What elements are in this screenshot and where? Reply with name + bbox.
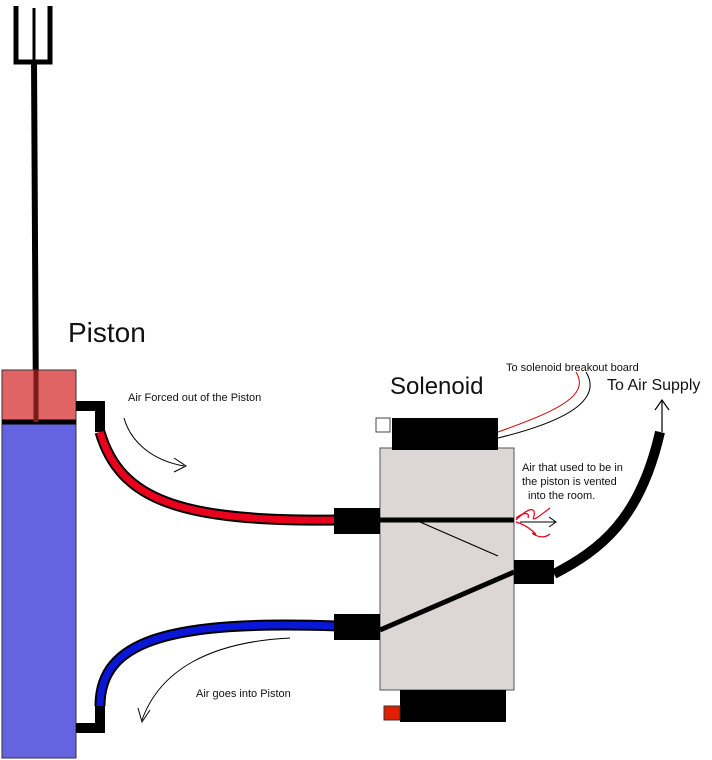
solenoid-connector xyxy=(375,417,391,433)
piston-bottom-chamber xyxy=(1,421,77,759)
piston-bottom-fitting xyxy=(76,704,105,733)
solenoid-indicator xyxy=(383,705,401,721)
solenoid-port-lower-left xyxy=(334,614,380,640)
vented-label-line2: the piston is vented xyxy=(522,476,617,488)
piston-top-chamber xyxy=(1,369,77,423)
solenoid-label: Solenoid xyxy=(390,373,483,400)
solenoid-path-thin xyxy=(419,521,499,557)
piston-top-fitting xyxy=(76,401,105,432)
red-hose xyxy=(94,430,339,526)
vent-arrow xyxy=(520,516,557,528)
air-in-label: Air goes into Piston xyxy=(196,688,291,700)
air-out-arrow xyxy=(123,417,187,473)
breakout-wire-black xyxy=(497,371,591,439)
air-supply-arrow xyxy=(654,398,670,432)
solenoid-port-right xyxy=(514,560,554,584)
solenoid-body xyxy=(379,447,515,691)
air-supply-hose xyxy=(551,430,665,579)
piston-label: Piston xyxy=(68,317,146,348)
vented-label-line3: into the room. xyxy=(528,490,595,502)
piston-clevis xyxy=(13,6,53,65)
breakout-wire-red xyxy=(497,371,580,433)
air-out-label: Air Forced out of the Piston xyxy=(128,392,261,404)
breakout-label: To solenoid breakout board xyxy=(506,362,639,374)
solenoid-path-supply xyxy=(379,569,515,633)
solenoid-coil-top xyxy=(392,418,498,450)
vented-label-line1: Air that used to be in xyxy=(522,462,623,474)
air-supply-label: To Air Supply xyxy=(607,377,700,394)
solenoid-coil-bottom xyxy=(400,690,506,722)
vent-puffs xyxy=(515,507,551,538)
piston-rod xyxy=(31,59,39,423)
air-in-arrow xyxy=(137,637,291,724)
solenoid-port-upper-left xyxy=(334,508,380,534)
